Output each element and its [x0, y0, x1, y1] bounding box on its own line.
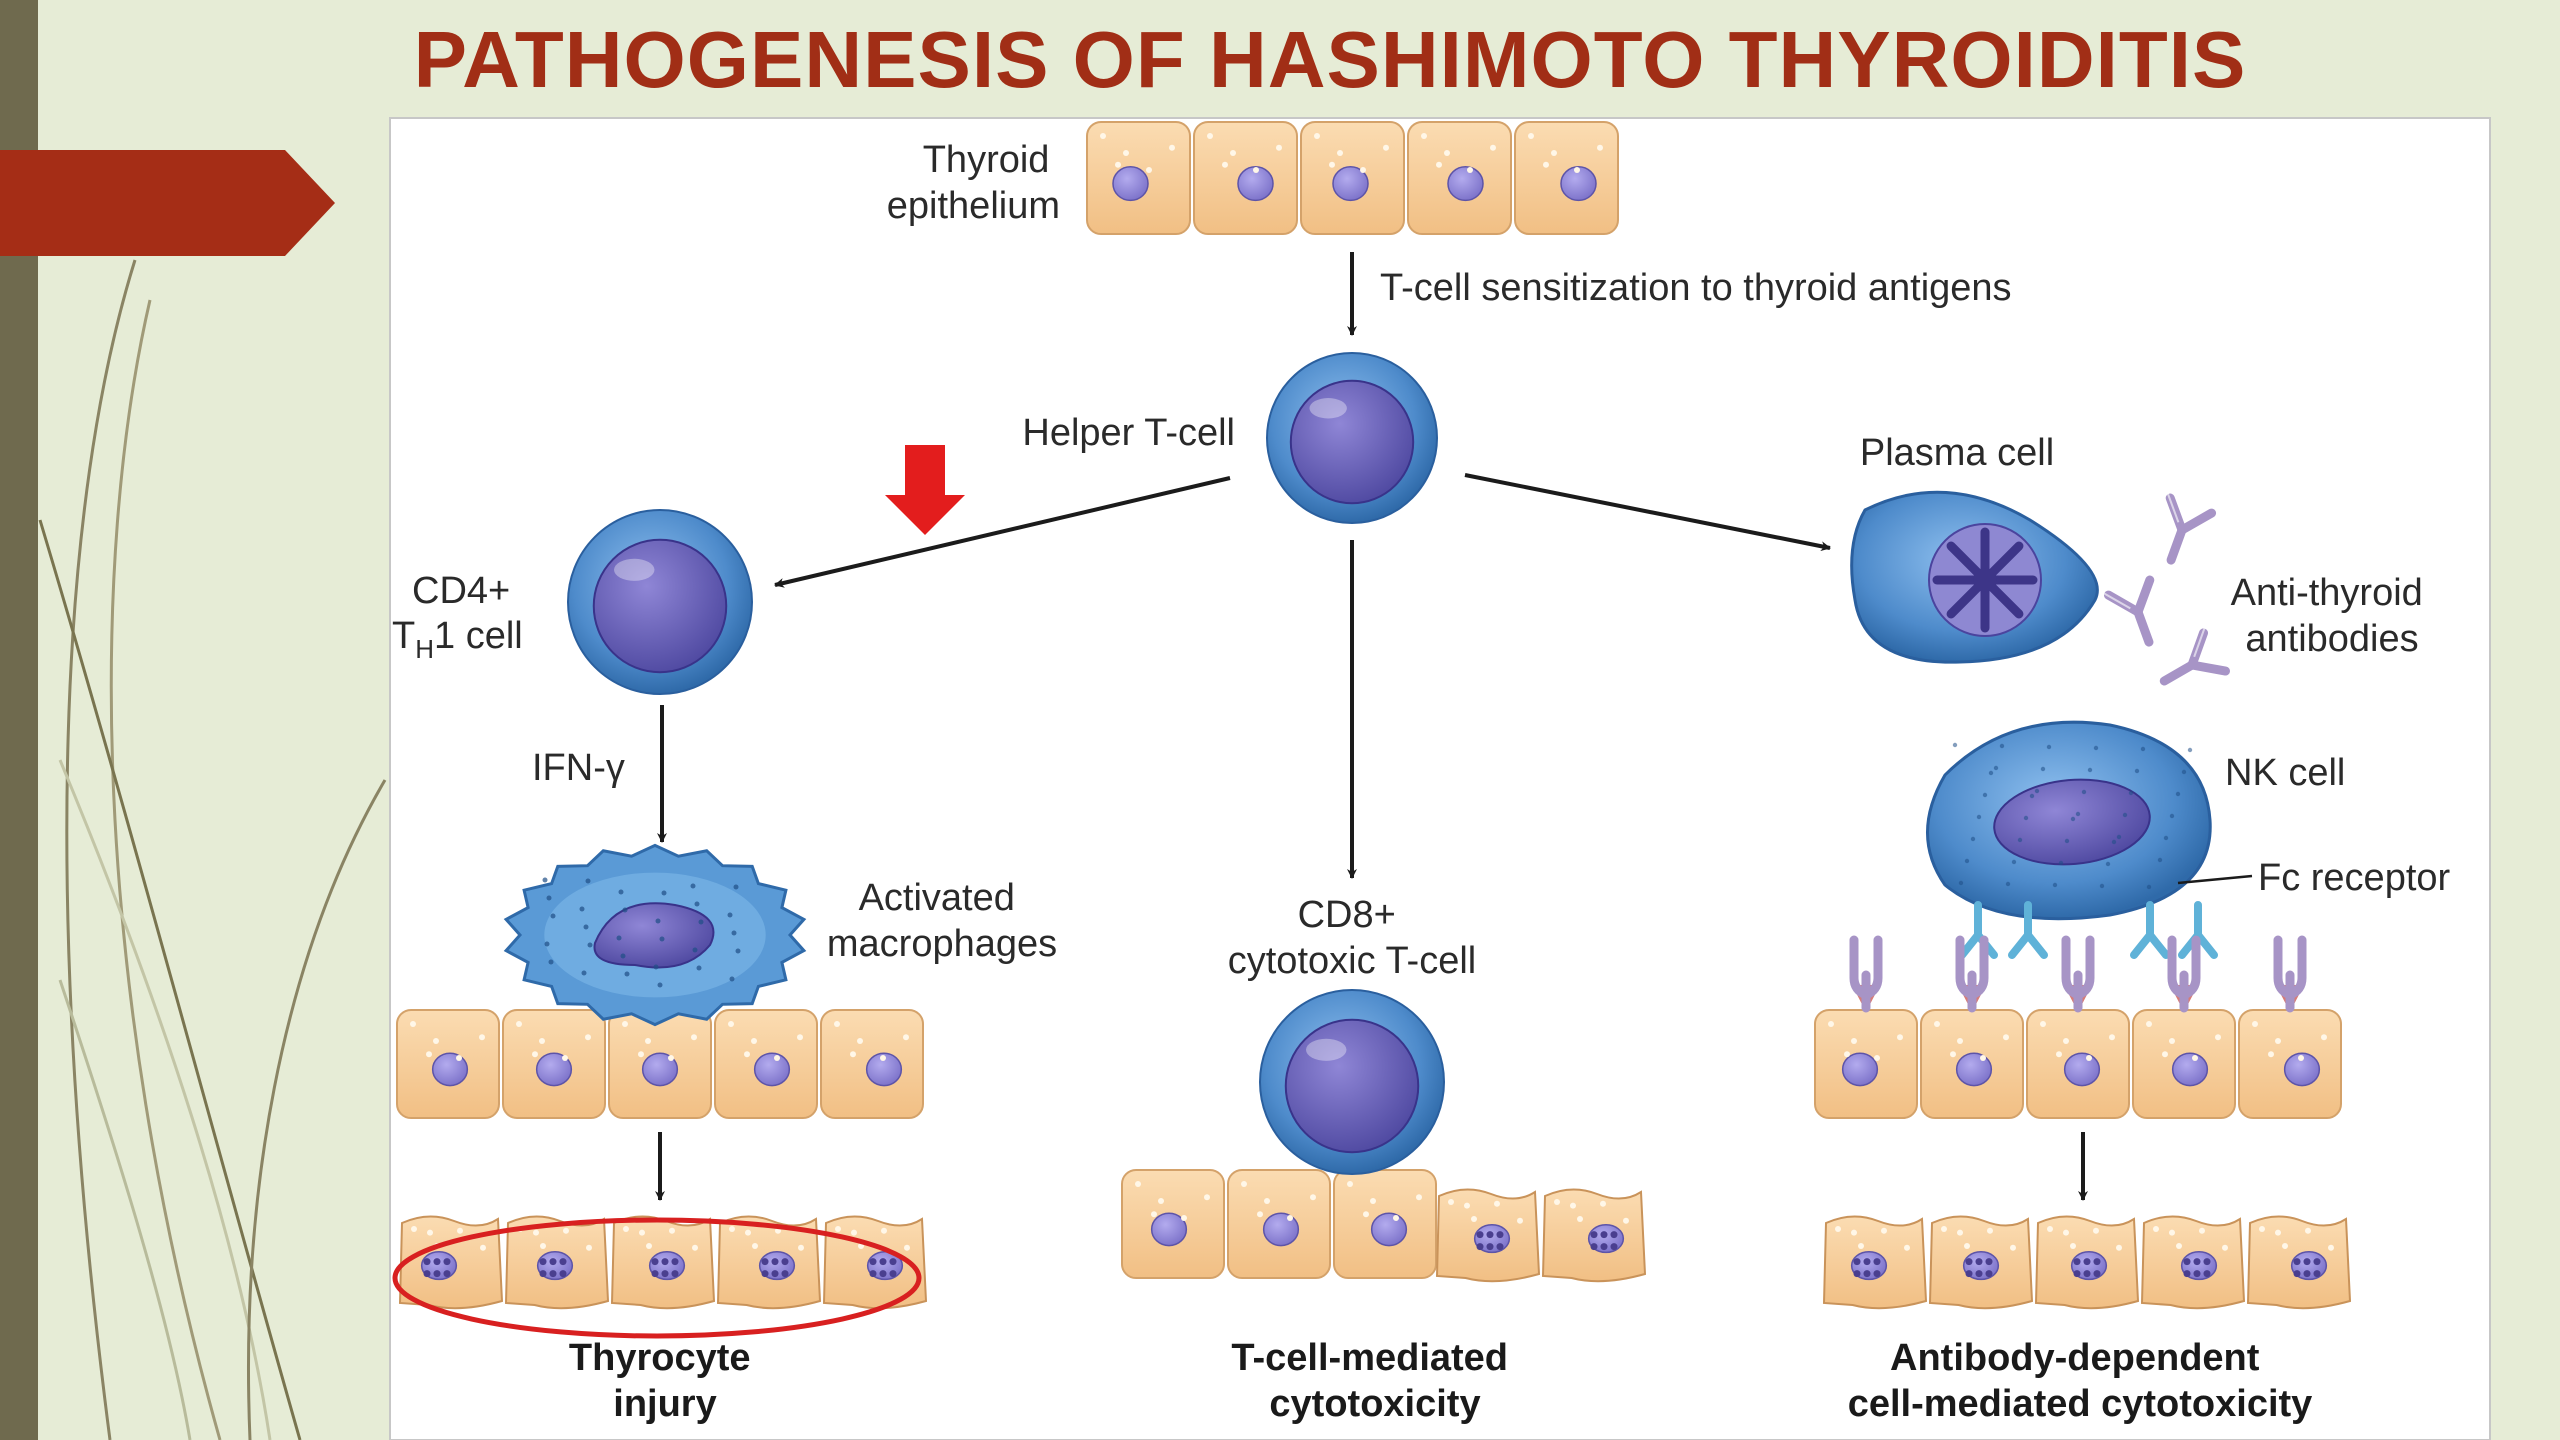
label-anti-thyroid-antibodies: Anti-thyroid antibodies — [2231, 572, 2434, 660]
thyroid-cell — [608, 1009, 712, 1119]
cd8-cytotoxic-t-cell — [1259, 989, 1445, 1175]
thyroid-cell — [820, 1009, 924, 1119]
label-ifn-gamma: IFN-γ — [532, 747, 625, 789]
thyroid-cell — [1333, 1169, 1437, 1279]
label-th-t: T — [392, 615, 415, 657]
thyroid-cell — [1928, 1215, 2034, 1310]
arrows — [655, 252, 2253, 1201]
outcome-adcc: Antibody-dependent cell-mediated cytotox… — [1848, 1337, 2313, 1425]
outcome-t-cell-cytotoxicity: T-cell-mediated cytotoxicity — [1231, 1337, 1518, 1425]
epithelium-top — [1086, 121, 1619, 235]
epithelium-right — [1814, 1009, 2342, 1119]
thyroid-cell — [2034, 1215, 2140, 1310]
immune-layer — [503, 352, 2307, 1175]
nk-cell — [1926, 720, 2218, 959]
fc-receptor — [2008, 901, 2048, 959]
cd4-th1-cell — [567, 509, 753, 695]
fc-receptor-leader — [2177, 874, 2253, 885]
label-helper-t-cell: Helper T-cell — [1022, 412, 1235, 454]
thyroid-cell — [1193, 121, 1298, 235]
thyroid-cell — [1920, 1009, 2024, 1119]
epithelium-center — [1121, 1169, 1437, 1279]
label-plasma-cell: Plasma cell — [1860, 432, 2054, 474]
highlight-arrow — [885, 445, 965, 535]
antibody-3 — [2159, 624, 2231, 686]
bound-antibody — [2273, 935, 2307, 1013]
label-cd4: CD4+ — [412, 570, 510, 612]
plasma-cell — [1850, 490, 2099, 664]
thyroid-cell — [610, 1215, 716, 1310]
thyroid-cell — [2132, 1009, 2236, 1119]
bound-antibody — [1849, 935, 1883, 1013]
fc-receptor — [2130, 901, 2170, 959]
thyroid-cell — [1407, 121, 1512, 235]
thyroid-cell — [2238, 1009, 2342, 1119]
thyroid-cell — [1822, 1215, 1928, 1310]
outcome-thyrocyte-injury: Thyrocyte injury — [569, 1337, 761, 1425]
thyroid-cell — [1121, 1169, 1225, 1279]
bound-antibody — [2061, 935, 2095, 1013]
antibody-2 — [2100, 575, 2155, 647]
activated-macrophage — [503, 843, 807, 1027]
slide-arrow-tab — [0, 150, 335, 256]
thyroid-cell — [1514, 121, 1619, 235]
label-th1-cell: TH1 cell — [392, 615, 523, 664]
label-th-sub: H — [415, 634, 434, 664]
label-nk-cell: NK cell — [2225, 752, 2345, 794]
thyroid-cell — [1541, 1188, 1647, 1283]
label-thyroid-epithelium: Thyroid epithelium — [887, 139, 1060, 227]
bound-antibody — [2167, 935, 2201, 1013]
thyroid-cell — [2246, 1215, 2352, 1310]
label-activated-macrophages: Activated macrophages — [827, 877, 1057, 965]
antibody-1 — [2165, 490, 2217, 565]
label-th-rest: 1 cell — [434, 615, 523, 657]
bound-antibody — [1955, 935, 1989, 1013]
decorative-curves — [38, 259, 387, 1440]
highlight-ellipse — [392, 1217, 922, 1339]
injured-thyrocytes-right — [1822, 1215, 2352, 1310]
arrow-to-cd4 — [774, 476, 1231, 588]
thyroid-cell — [2140, 1215, 2246, 1310]
thyroid-cell — [714, 1009, 818, 1119]
label-cd8: CD8+ cytotoxic T-cell — [1228, 894, 1476, 982]
thyroid-cell — [502, 1009, 606, 1119]
label-fc-receptor: Fc receptor — [2258, 857, 2451, 899]
cells-layer — [396, 121, 2352, 1310]
epithelium-center-damaged — [1435, 1188, 1647, 1283]
thyroid-cell — [1227, 1169, 1331, 1279]
thyroid-cell — [1086, 121, 1191, 235]
injured-thyrocytes-left — [398, 1215, 928, 1310]
epithelium-left — [396, 1009, 924, 1119]
thyroid-cell — [1435, 1188, 1541, 1283]
thyroid-cell — [2026, 1009, 2130, 1119]
thyroid-cell — [1814, 1009, 1918, 1119]
thyroid-cell — [716, 1215, 822, 1310]
helper-t-cell — [1266, 352, 1438, 524]
label-sensitization: T-cell sensitization to thyroid antigens — [1380, 267, 2012, 309]
thyroid-cell — [398, 1215, 504, 1310]
thyroid-cell — [396, 1009, 500, 1119]
slide-title: PATHOGENESIS OF HASHIMOTO THYROIDITIS — [413, 15, 2247, 104]
arrow-to-plasma — [1464, 473, 1831, 552]
thyroid-cell — [1300, 121, 1405, 235]
